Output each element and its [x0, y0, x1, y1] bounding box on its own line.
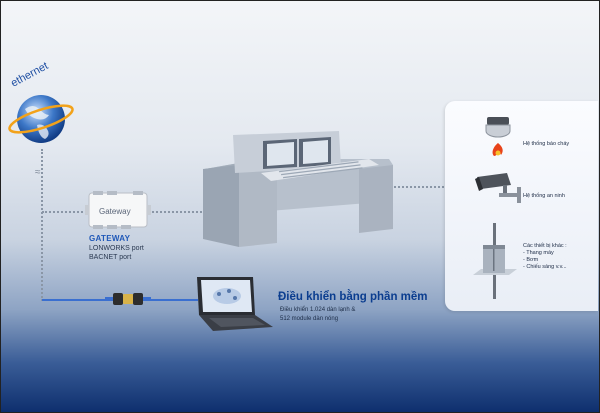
software-control-details: Điều khiển 1.024 dàn lạnh & 512 module d… [280, 306, 355, 324]
software-control-title: Điều khiển bằng phần mềm [278, 291, 428, 303]
software-line-1: Điều khiển 1.024 dàn lạnh & [280, 307, 356, 313]
gateway-port-bacnet: BACNET port [89, 254, 132, 261]
gateway-title: GATEWAY [89, 234, 131, 243]
globe-icon [8, 95, 74, 143]
laptop-icon [197, 277, 273, 331]
other-device-elevator: - Thang máy [523, 250, 554, 256]
gateway-ports: LONWORKS port BACNET port [89, 244, 144, 262]
other-device-lighting: - Chiếu sáng v.v... [523, 264, 567, 270]
connected-systems-panel: Hệ thống báo cháy Hệ thống an ninh Các t… [445, 101, 598, 311]
gateway-to-console-line [149, 211, 205, 213]
ethernet-drop-line [41, 149, 43, 301]
elevator-pump-lighting-icon [473, 223, 517, 299]
fire-alarm-icon [485, 117, 511, 156]
console-to-systems-line [391, 186, 447, 188]
cable-connector-icon [105, 293, 151, 305]
other-devices-title: Các thiết bị khác : [523, 243, 567, 249]
other-devices-list: Các thiết bị khác : - Thang máy - Bơm - … [523, 243, 567, 271]
other-device-pump: - Bơm [523, 257, 539, 263]
gateway-device [85, 191, 151, 229]
security-camera-icon [475, 173, 521, 203]
gateway-link-line [42, 211, 87, 213]
gateway-device-label: Gateway [99, 207, 131, 216]
control-console [203, 131, 393, 247]
ethernet-label: ethernet [9, 60, 51, 90]
gateway-port-lonworks: LONWORKS port [89, 245, 144, 252]
software-line-2: 512 module dàn nóng [280, 316, 339, 322]
security-system-label: Hệ thống an ninh [523, 193, 565, 199]
line-break-icon: ≈ [35, 167, 41, 178]
fire-alarm-label: Hệ thống báo cháy [523, 141, 570, 147]
